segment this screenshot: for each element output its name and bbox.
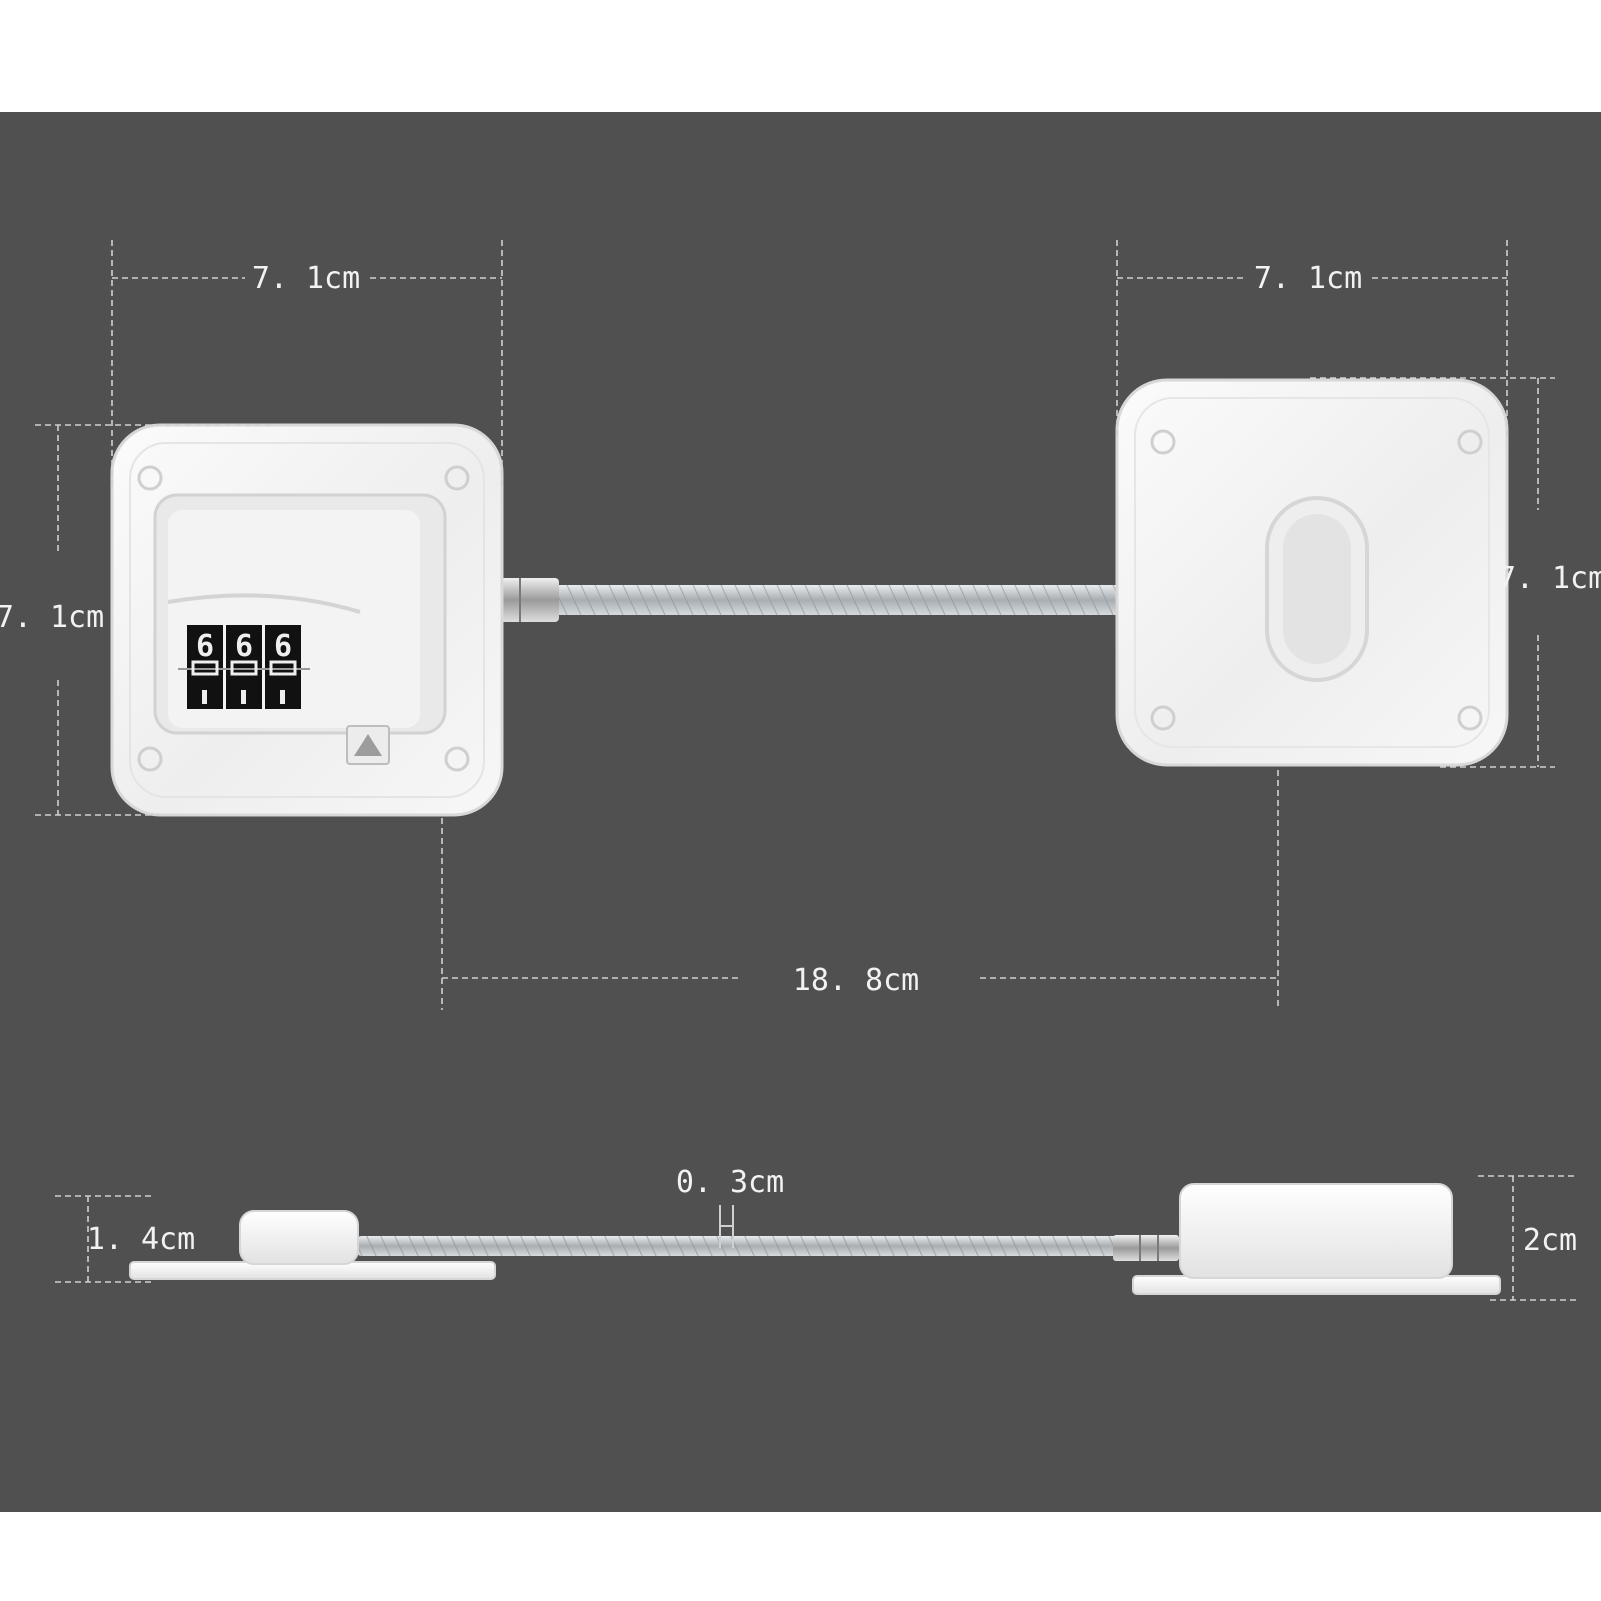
screw-hole-icon bbox=[1457, 429, 1483, 455]
cable-length-label: 18. 8cm bbox=[793, 963, 919, 998]
dial-digit: 6 bbox=[235, 629, 253, 664]
triangle-up-icon bbox=[346, 725, 390, 765]
lock-thickness-label: 2cm bbox=[1523, 1223, 1577, 1258]
screw-hole-icon bbox=[1150, 705, 1176, 731]
screw-hole-icon bbox=[444, 746, 470, 772]
lock-side-view bbox=[1113, 1183, 1501, 1295]
dial-digit: 6 bbox=[274, 629, 292, 664]
steel-cable-icon bbox=[550, 585, 1270, 615]
combination-lock-body: 6 6 6 bbox=[110, 423, 504, 817]
receiver-body bbox=[1115, 378, 1509, 767]
cable-diameter-marker bbox=[719, 1205, 734, 1248]
screw-hole-icon bbox=[444, 465, 470, 491]
screw-hole-icon bbox=[1457, 705, 1483, 731]
lock-width-label: 7. 1cm bbox=[252, 261, 360, 296]
combination-dial-icon: 6 6 6 bbox=[178, 625, 310, 709]
steel-cable-side-icon bbox=[355, 1236, 1125, 1256]
screw-hole-icon bbox=[137, 746, 163, 772]
receiver-height-label: 7. 1cm bbox=[1498, 561, 1601, 596]
receiver-width-label: 7. 1cm bbox=[1254, 261, 1362, 296]
lock-height-label: 7. 1cm bbox=[0, 600, 104, 635]
dimension-lines-side bbox=[55, 1175, 1578, 1301]
screw-hole-icon bbox=[137, 465, 163, 491]
receiver-side-view bbox=[129, 1210, 496, 1280]
dimension-lines-top bbox=[35, 240, 1555, 1010]
receiver-thickness-label: 1. 4cm bbox=[87, 1222, 195, 1257]
dial-digit: 6 bbox=[196, 629, 214, 664]
screw-hole-icon bbox=[1150, 429, 1176, 455]
cable-diameter-label: 0. 3cm bbox=[676, 1165, 784, 1200]
